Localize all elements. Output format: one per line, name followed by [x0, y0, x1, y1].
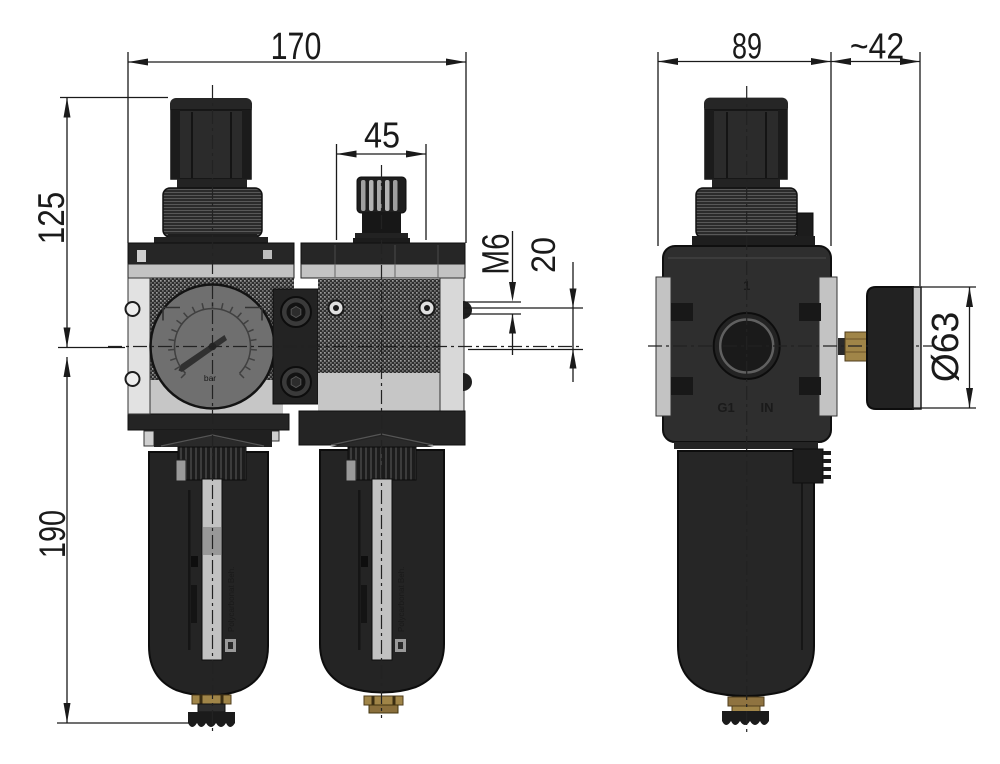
- svg-text:Polycarbonat Beh.: Polycarbonat Beh.: [397, 567, 406, 632]
- svg-text:IN: IN: [761, 400, 774, 415]
- svg-text:125: 125: [32, 192, 73, 244]
- svg-text:45: 45: [364, 116, 400, 156]
- svg-text:M6: M6: [475, 233, 517, 274]
- svg-text:20: 20: [525, 237, 563, 273]
- svg-text:Polycarbonat Beh.: Polycarbonat Beh.: [227, 567, 236, 632]
- svg-text:bar: bar: [204, 373, 216, 383]
- svg-text:1: 1: [743, 278, 750, 293]
- svg-text:89: 89: [732, 26, 762, 67]
- svg-text:190: 190: [33, 510, 74, 558]
- svg-text:~42: ~42: [850, 27, 904, 67]
- svg-text:Ø63: Ø63: [924, 312, 966, 382]
- svg-text:170: 170: [271, 26, 322, 68]
- svg-text:G1: G1: [717, 400, 734, 415]
